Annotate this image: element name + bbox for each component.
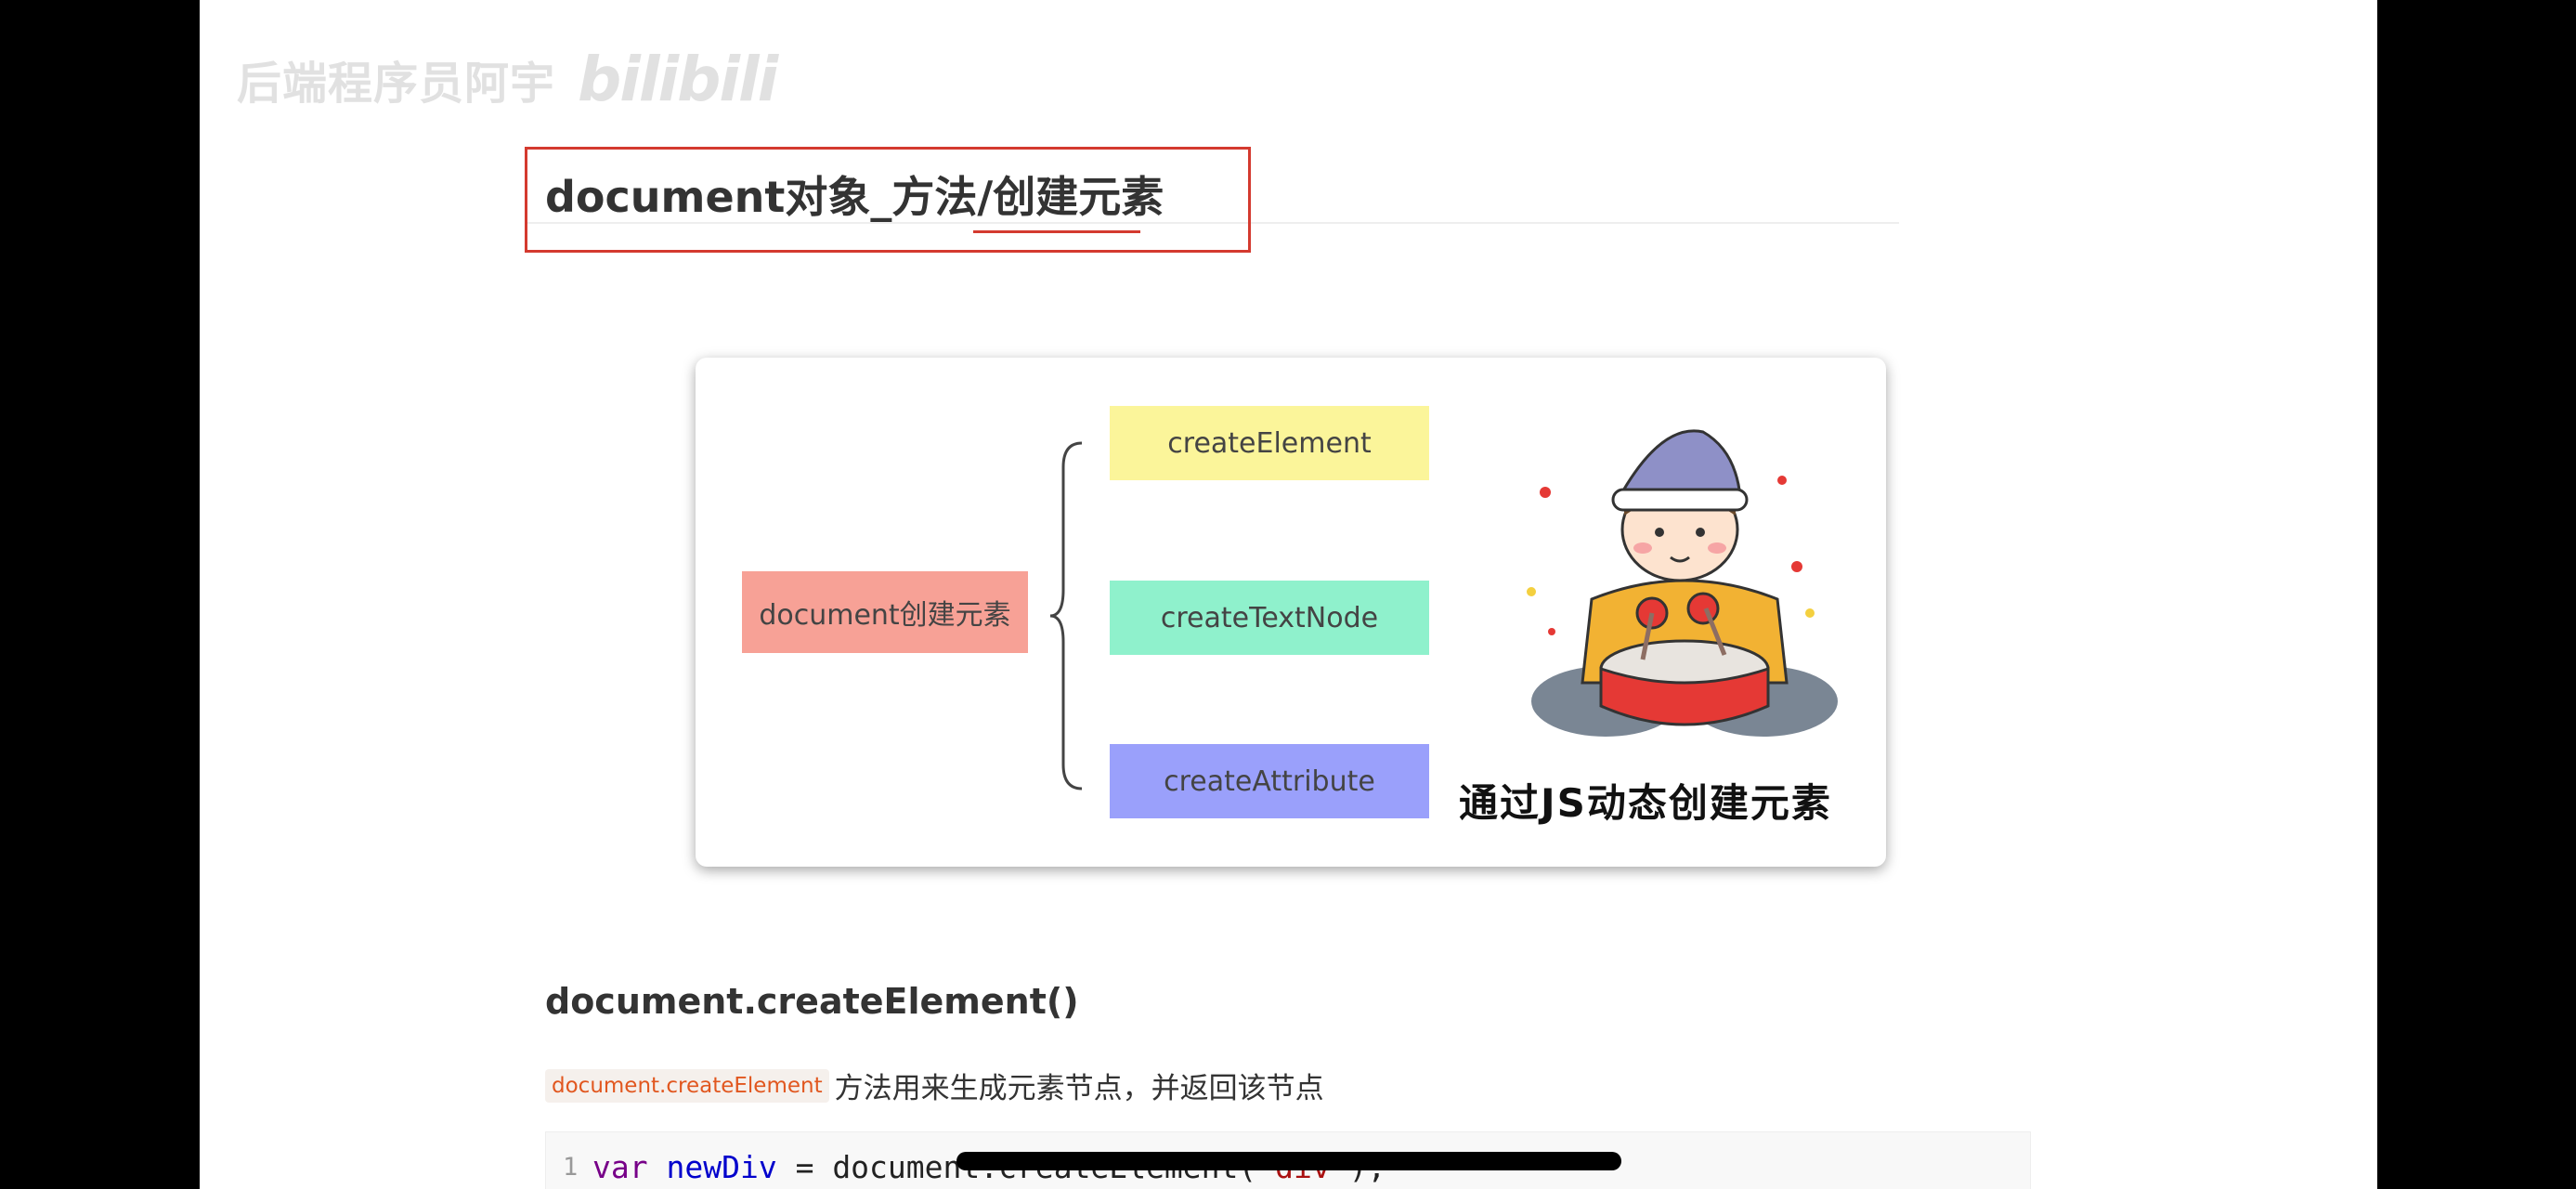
code-operator: = <box>776 1149 833 1185</box>
code-variable: newDiv <box>666 1149 777 1185</box>
diagram-node-createAttribute: createAttribute <box>1110 744 1429 818</box>
watermark: 后端程序员阿宇 bilibili <box>237 44 778 115</box>
inline-code: document.createElement <box>545 1068 829 1103</box>
page-title: document对象_方法/创建元素 <box>545 172 1164 222</box>
section-paragraph: document.createElement 方法用来生成元素节点，并返回该节点 <box>545 1065 1324 1106</box>
diagram-figure: document创建元素 createElement createTextNod… <box>696 358 1886 867</box>
title-highlight-box <box>525 147 1251 253</box>
diagram-node-createTextNode: createTextNode <box>1110 581 1429 655</box>
heading-divider <box>525 222 1899 224</box>
bilibili-logo: bilibili <box>578 43 778 115</box>
brace-connector <box>1049 441 1083 790</box>
section-heading: document.createElement() <box>545 981 1079 1022</box>
diagram-root-node: document创建元素 <box>742 571 1028 653</box>
diagram-caption: 通过JS动态创建元素 <box>1459 780 1832 826</box>
document-page: 后端程序员阿宇 bilibili document对象_方法/创建元素 docu… <box>200 0 2377 1189</box>
paragraph-text: 方法用来生成元素节点，并返回该节点 <box>834 1072 1324 1105</box>
drummer-boy-illustration <box>1527 429 1838 737</box>
title-underline <box>973 230 1140 233</box>
overlay-bar <box>956 1152 1621 1170</box>
line-number: 1 <box>563 1153 579 1182</box>
code-keyword: var <box>592 1149 648 1185</box>
watermark-text: 后端程序员阿宇 <box>237 58 556 110</box>
diagram-node-createElement: createElement <box>1110 406 1429 480</box>
